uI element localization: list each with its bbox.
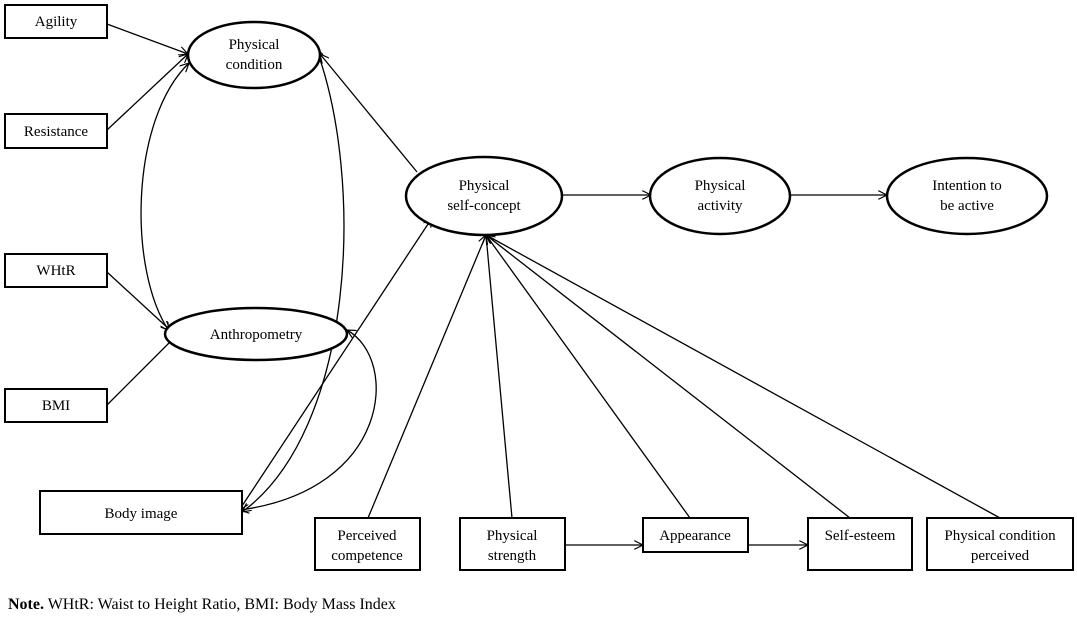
node-physical-activity-ellipse [648, 156, 792, 236]
edge-bmi-anthropometry [106, 336, 176, 406]
footnote-text: WHtR: Waist to Height Ratio, BMI: Body M… [43, 596, 396, 613]
edge-strength-self-concept [486, 235, 513, 519]
node-physical-strength-box [459, 517, 566, 571]
label-agility: Agility [35, 14, 78, 30]
node-anthropometry-ellipse [163, 306, 349, 362]
node-physical-self-concept-ellipse [404, 155, 564, 237]
node-whtr-box [4, 253, 108, 288]
node-self-esteem-box [807, 517, 913, 571]
edge-competence-self-concept [367, 235, 486, 519]
label-perceived-competence-1: Perceived [337, 528, 397, 544]
label-physical-self-concept-2: self-concept [447, 198, 521, 214]
edge-whtr-anthropometry [106, 271, 170, 330]
node-intention-active-ellipse [885, 156, 1049, 236]
edge-condition-anthropometry-left [140, 63, 189, 331]
footnote: Note. WHtR: Waist to Height Ratio, BMI: … [8, 596, 396, 614]
label-physical-condition-2: condition [226, 57, 283, 73]
node-physical-condition-perceived-box [926, 517, 1074, 571]
label-resistance: Resistance [24, 124, 88, 140]
footnote-label: Note. [8, 596, 44, 613]
label-physical-strength-1: Physical [487, 528, 538, 544]
label-perceived-competence-2: competence [331, 548, 403, 564]
edge-condition-perceived-self-concept [486, 235, 1001, 519]
label-physical-condition-1: Physical [229, 37, 280, 53]
node-physical-condition-ellipse [186, 20, 322, 90]
edge-condition-body-image [242, 48, 345, 512]
edge-agility-physical-condition [106, 23, 188, 54]
label-bmi: BMI [42, 398, 70, 414]
node-perceived-competence-box [314, 517, 421, 571]
edge-self-concept-physical-condition [320, 54, 418, 173]
node-body-image-box [39, 490, 243, 535]
label-physical-activity-2: activity [698, 198, 743, 214]
label-appearance: Appearance [659, 528, 731, 544]
edge-body-image-self-concept [241, 218, 432, 507]
label-body-image: Body image [105, 506, 178, 522]
label-intention-active-2: be active [940, 198, 994, 214]
node-resistance-box [4, 113, 108, 149]
label-whtr: WHtR [36, 263, 75, 279]
edge-anthropometry-body-image [240, 330, 377, 510]
label-intention-active-1: Intention to [932, 178, 1002, 194]
label-physical-condition-perceived-2: perceived [971, 548, 1030, 564]
label-anthropometry: Anthropometry [210, 327, 303, 343]
node-appearance-box [642, 517, 749, 553]
label-physical-activity-1: Physical [695, 178, 746, 194]
edge-appearance-self-concept [486, 235, 691, 519]
node-agility-box [4, 4, 108, 39]
label-physical-self-concept-1: Physical [459, 178, 510, 194]
edge-self-esteem-self-concept [486, 235, 851, 519]
edge-resistance-physical-condition [106, 54, 188, 131]
label-self-esteem: Self-esteem [825, 528, 896, 544]
node-bmi-box [4, 388, 108, 423]
label-physical-condition-perceived-1: Physical condition [944, 528, 1056, 544]
label-physical-strength-2: strength [488, 548, 537, 564]
